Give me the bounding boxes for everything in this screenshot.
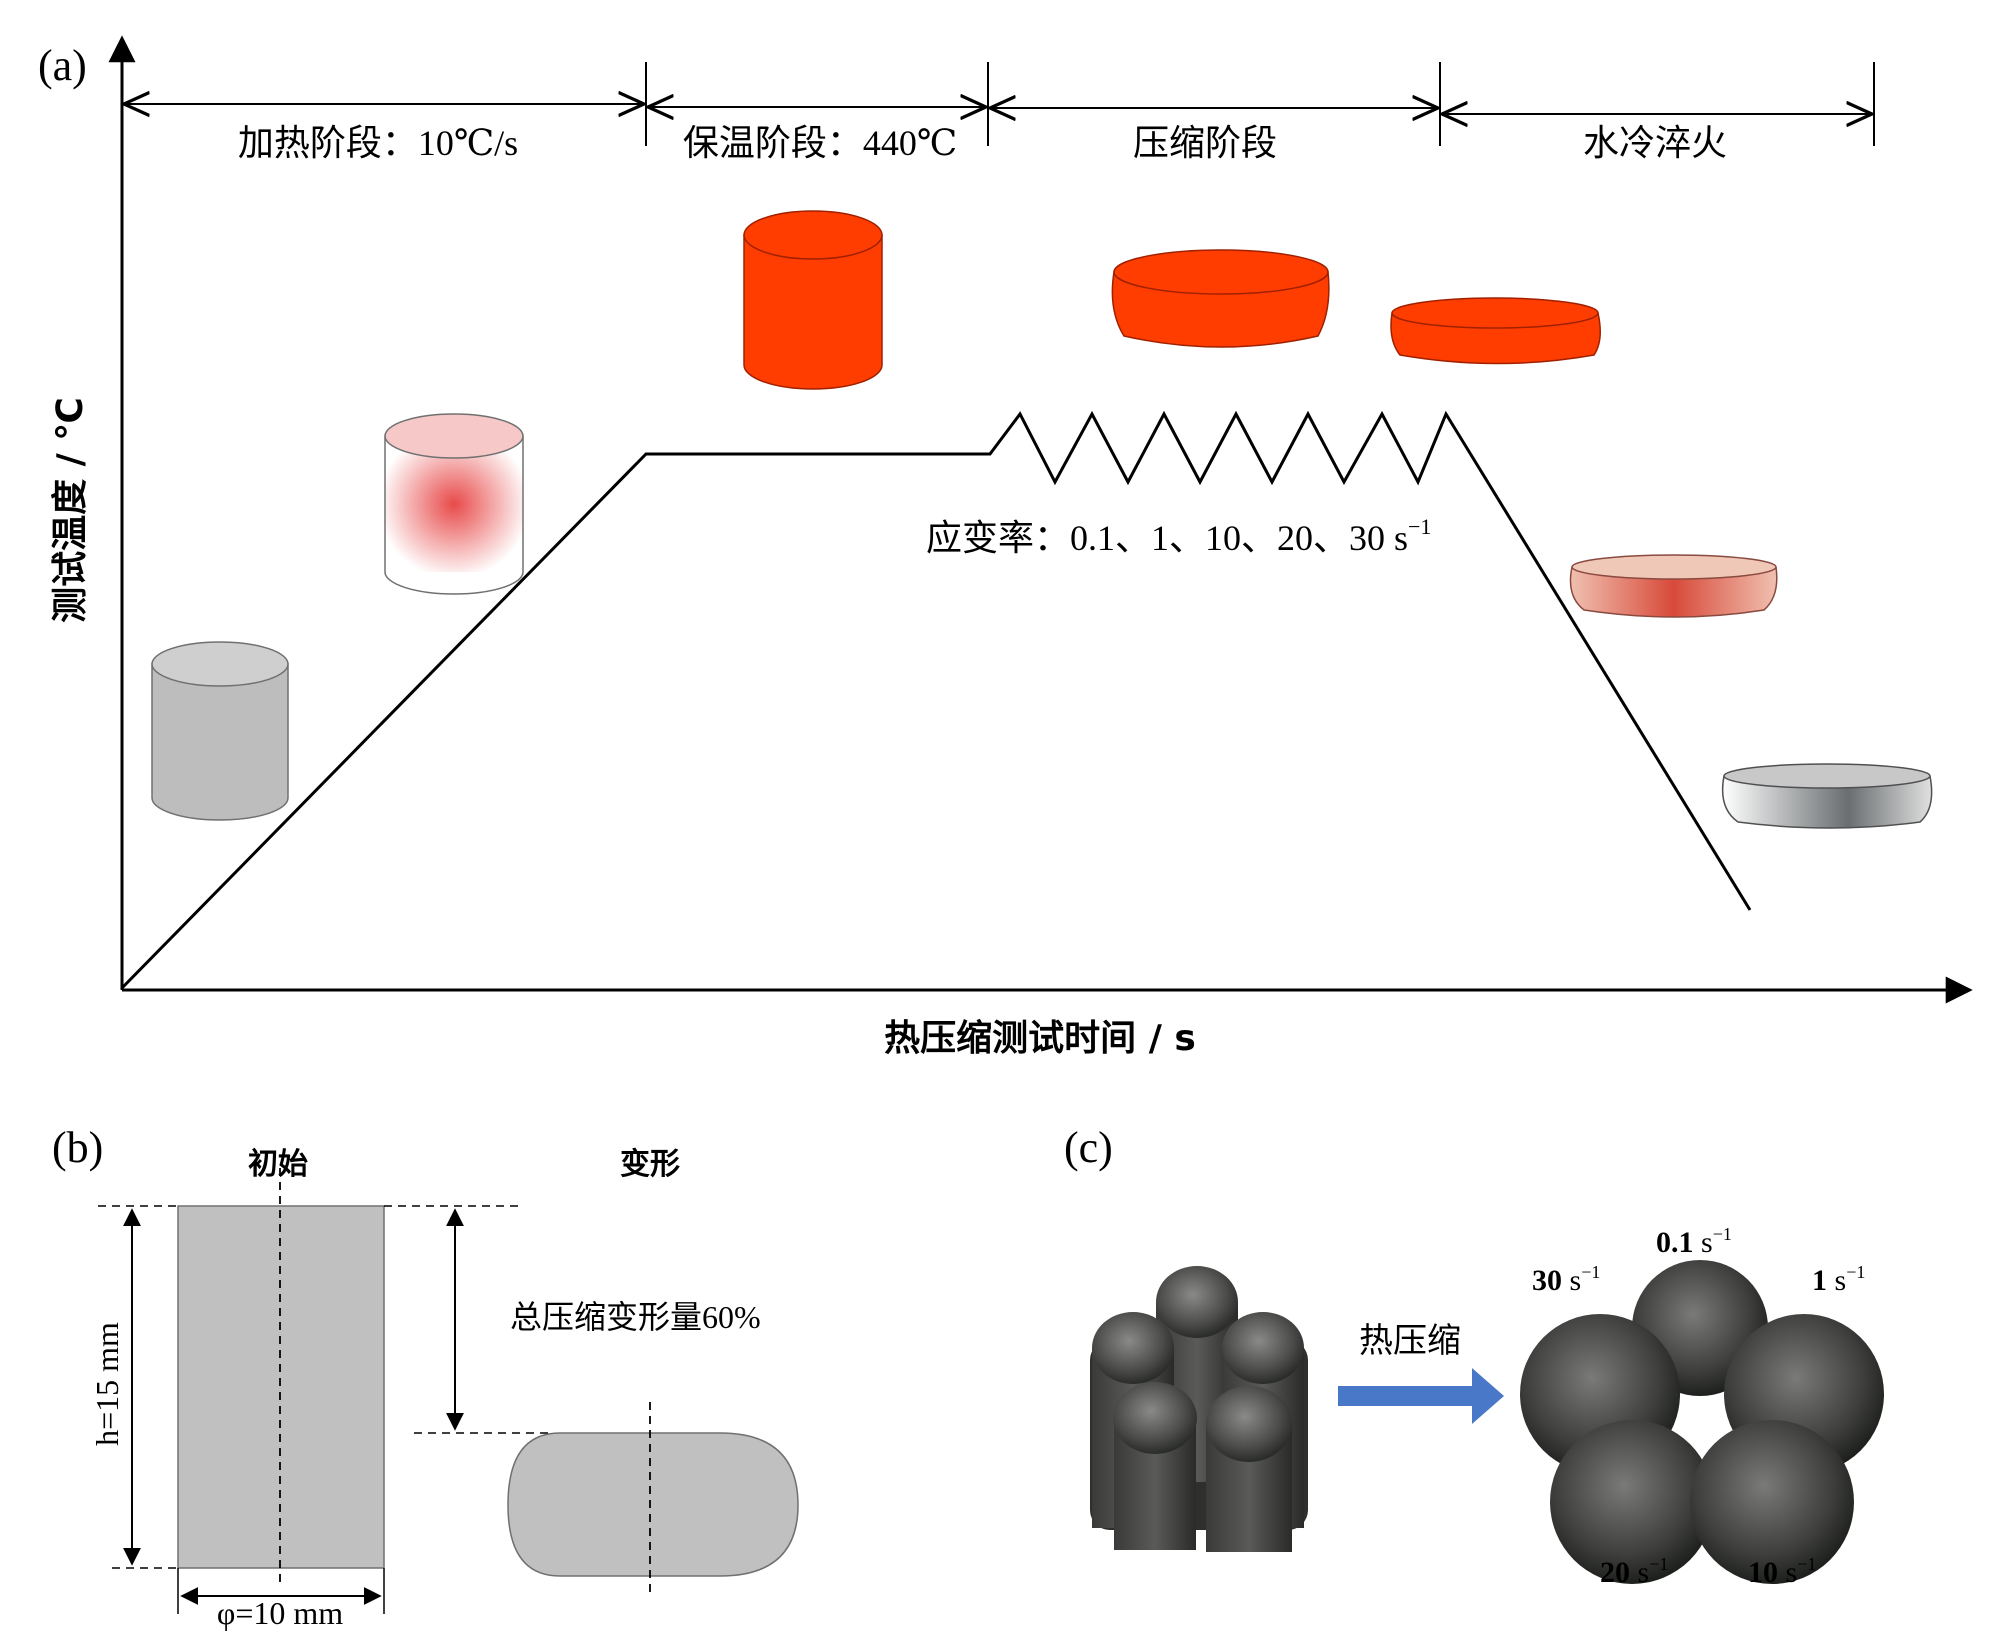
stage-label-quench: 水冷淬火 (1583, 123, 1727, 163)
hot-sample-cylinder (743, 210, 883, 390)
x-axis-label: 热压缩测试时间 / s (884, 1018, 1196, 1059)
deformed-specimen (507, 1432, 799, 1577)
sample-label-30: 30 s−1 (1532, 1262, 1600, 1297)
strain-rate-exponent: −1 (1408, 514, 1431, 539)
sample-label-20: 20 s−1 (1600, 1554, 1668, 1589)
strain-rate-text: 应变率：0.1、1、10、20、30 s (926, 518, 1408, 558)
sample-label-0-1: 0.1 s−1 (1656, 1224, 1732, 1259)
sample-label-1: 1 s−1 (1812, 1262, 1865, 1297)
compressed-sample-disk (1390, 297, 1601, 365)
sample-label-10: 10 s−1 (1748, 1554, 1816, 1589)
initial-sample-bundle (1090, 1266, 1308, 1552)
quenched-sample-disk (1721, 763, 1933, 829)
y-axis-label: 测试温度 / ℃ (50, 397, 91, 623)
compressed-sample-disk (1111, 249, 1330, 348)
sample-disk-20 (1550, 1420, 1714, 1584)
compression-label: 总压缩变形量60% (510, 1299, 761, 1335)
strain-rate-label: 应变率：0.1、1、10、20、30 s−1 (926, 514, 1431, 558)
cold-sample-cylinder (151, 641, 289, 821)
stage-label-heating: 加热阶段：10℃/s (238, 123, 518, 163)
initial-specimen (177, 1205, 385, 1569)
panel-c: (c) 热压缩 0.1 s−1 1 s−1 30 s−1 20 s−1 (1064, 1123, 1884, 1589)
stage-label-holding: 保温阶段：440℃ (683, 123, 957, 163)
panel-a: (a) 加热阶段：10℃/s 保温阶段：440℃ 压缩阶段 水冷淬火 测试温度 … (38, 35, 1973, 1059)
panel-b: (b) 初始 变形 h=15 mm φ=10 mm 总压缩变形量60% (52, 1123, 799, 1631)
temperature-profile (120, 410, 1752, 990)
stage-label-compression: 压缩阶段 (1133, 123, 1277, 163)
panel-c-label: (c) (1064, 1123, 1113, 1172)
height-label: h=15 mm (89, 1322, 125, 1446)
heating-sample-cylinder (384, 413, 524, 595)
panel-b-label: (b) (52, 1123, 103, 1172)
hot-compression-arrow (1338, 1368, 1504, 1424)
cooling-sample-disk (1569, 554, 1778, 618)
sample-disk-10 (1690, 1420, 1854, 1584)
deformed-label: 变形 (620, 1147, 680, 1181)
initial-label: 初始 (248, 1148, 308, 1181)
diameter-label: φ=10 mm (217, 1595, 343, 1631)
panel-a-label: (a) (38, 41, 87, 90)
arrow-label: 热压缩 (1359, 1322, 1461, 1360)
